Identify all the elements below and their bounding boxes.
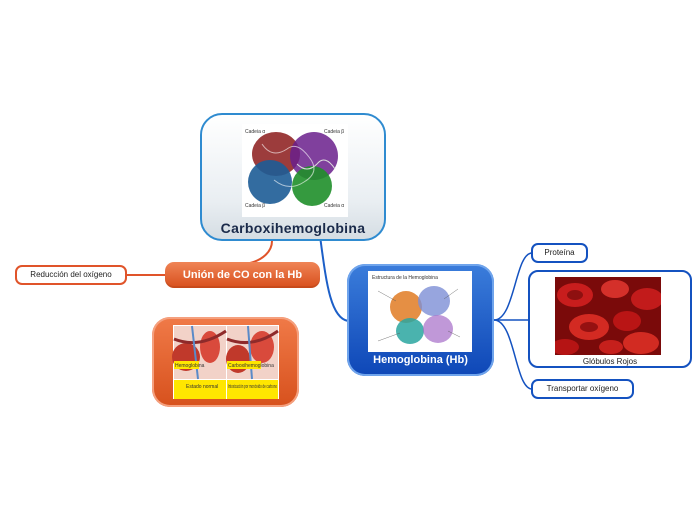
central-chain-label-2: Cadeia β	[324, 129, 344, 135]
hb-image-heading: Estructura de la Hemoglobina	[372, 275, 438, 281]
topic-proteina[interactable]: Proteína	[531, 243, 588, 263]
topic-reduccion-oxigeno[interactable]: Reducción del oxígeno	[15, 265, 127, 285]
connector-hb-proteina	[493, 252, 533, 321]
caption-estado-normal: Estado normal	[186, 384, 218, 390]
topic-hemoglobina-hb[interactable]: Estructura de la Hemoglobina Hemoglobina…	[347, 264, 494, 376]
central-title: Carboxihemoglobina	[220, 220, 366, 236]
topic-union-co-hb[interactable]: Unión de CO con la Hb	[165, 262, 320, 288]
topic-blood-vessel-image[interactable]: Hemoglobina Carboxihemoglobina Estado no…	[152, 317, 299, 407]
central-chain-label-1: Cadeia α	[245, 129, 265, 135]
central-topic-carboxihemoglobina[interactable]: Cadeia α Cadeia β Cadeia β Cadeia α Carb…	[200, 113, 386, 241]
connector-hb-transportar	[493, 319, 533, 390]
hemoglobin-diagram-image: Estructura de la Hemoglobina	[368, 271, 472, 352]
caption-carboxihemoglobina: Carboxihemoglobina	[228, 363, 274, 369]
central-chain-label-3: Cadeia β	[245, 203, 265, 209]
hemoglobin-structure-illustration: Cadeia α Cadeia β Cadeia β Cadeia α	[242, 124, 348, 217]
hb-title: Hemoglobina (Hb)	[373, 354, 468, 366]
topic-transportar-oxigeno[interactable]: Transportar oxígeno	[531, 379, 634, 399]
connector-central-union	[249, 240, 273, 264]
connector-central-hb	[319, 235, 349, 322]
red-blood-cells-photo	[551, 277, 663, 355]
caption-intoxicacion: Intoxicación por monóxido de carbono	[228, 384, 277, 390]
topic-globulos-rojos[interactable]: Glóbulos Rojos	[528, 270, 692, 368]
globulos-label: Glóbulos Rojos	[582, 357, 638, 366]
central-chain-label-4: Cadeia α	[324, 203, 344, 209]
blood-vessel-illustration: Hemoglobina Carboxihemoglobina Estado no…	[172, 325, 279, 399]
caption-hemoglobina: Hemoglobina	[175, 363, 205, 369]
